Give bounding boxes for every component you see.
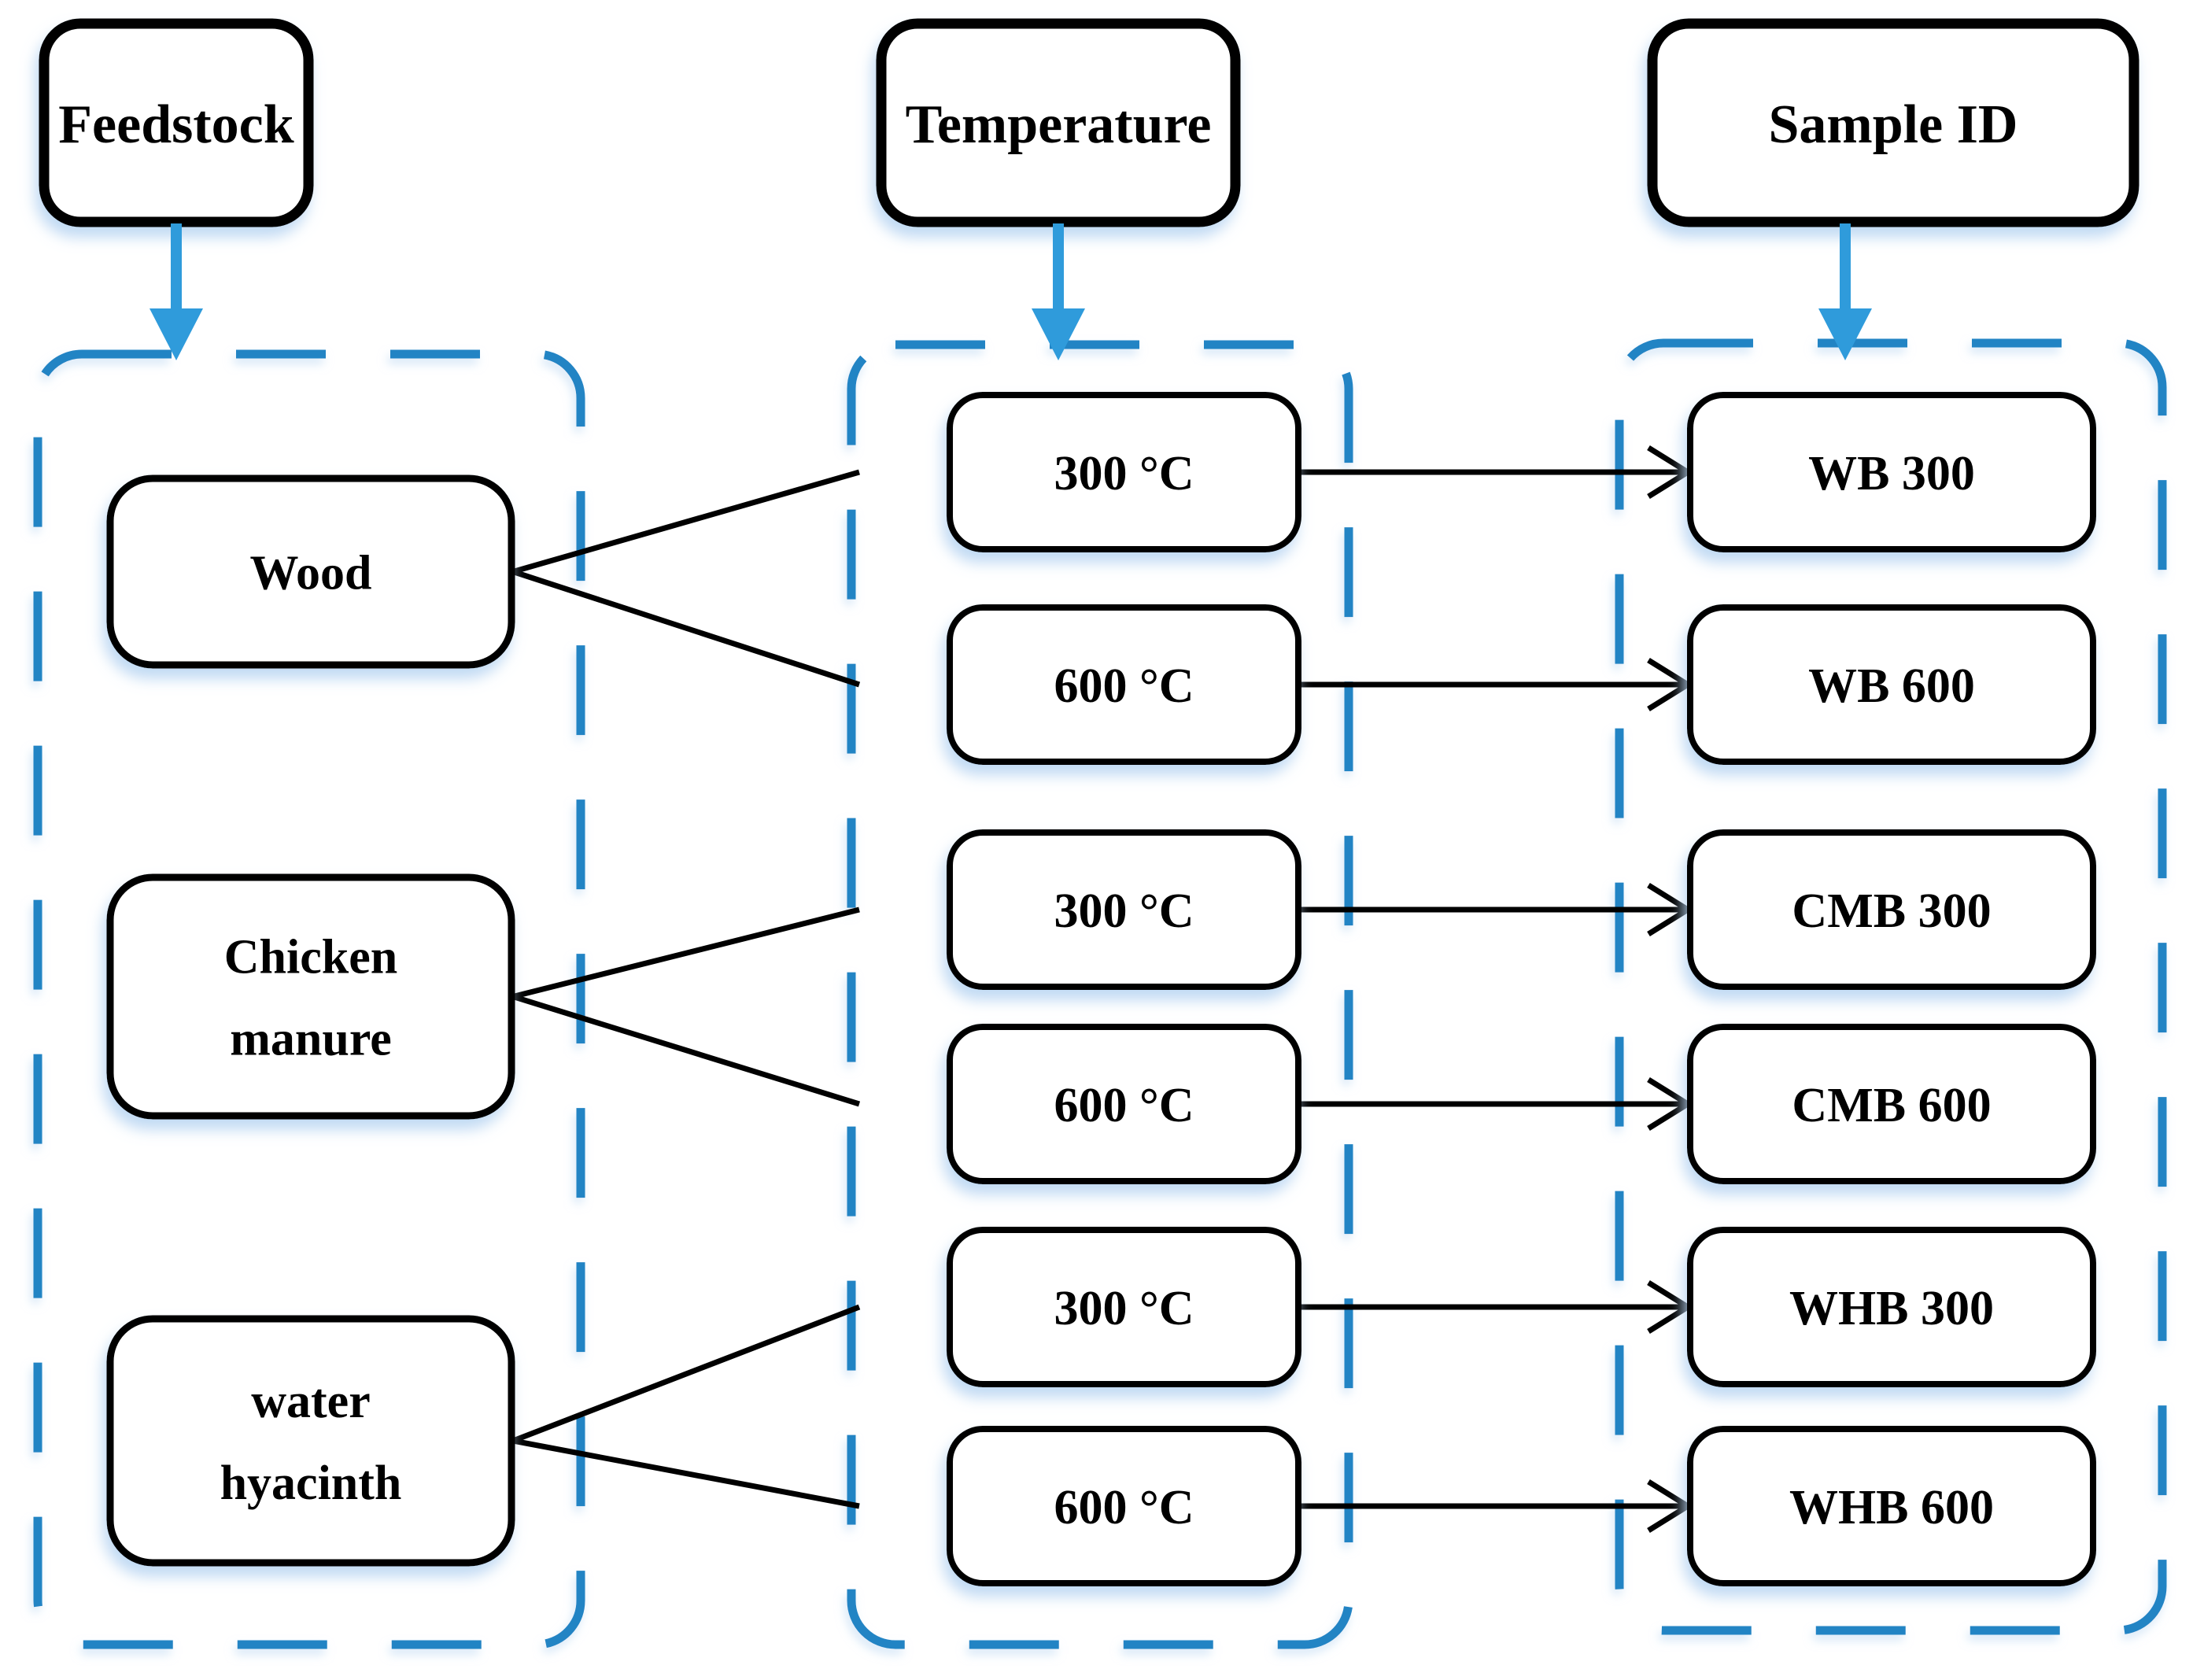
feedstock-item-water-hyacinth: water hyacinth bbox=[106, 1315, 515, 1567]
feedstock-header-arrow bbox=[150, 223, 203, 360]
temperature-label-3: 300 °C bbox=[1054, 884, 1194, 938]
temperature-header-box bbox=[876, 18, 1241, 227]
sample-box-4 bbox=[1687, 1024, 2096, 1184]
temperature-label-1: 300 °C bbox=[1054, 447, 1194, 500]
sample-id-header-label: Sample ID bbox=[1769, 94, 2018, 155]
connector-wood-to-temperature-1 bbox=[512, 469, 860, 574]
feedstock-label-line: Chicken bbox=[224, 931, 397, 984]
temperature-box-3 bbox=[947, 829, 1301, 990]
sample-id-header-arrow bbox=[1818, 223, 1872, 360]
sample-item-cmb-300: CMB 300 bbox=[1687, 829, 2096, 990]
temperature-header-label: Temperature bbox=[906, 94, 1212, 155]
temperature-item-1: 300 °C bbox=[947, 392, 1301, 552]
sample-item-whb-300: WHB 300 bbox=[1687, 1227, 2096, 1387]
temperature-item-5: 300 °C bbox=[947, 1227, 1301, 1387]
feedstock-label-wood: Wood bbox=[249, 547, 371, 600]
temperature-box-5 bbox=[947, 1227, 1301, 1387]
feedstock-label-line: hyacinth bbox=[220, 1457, 402, 1510]
arrow-temperature-2-to-sample-2 bbox=[1300, 658, 1693, 711]
temperature-item-6: 600 °C bbox=[947, 1426, 1301, 1586]
connector-chicken-manure-to-temperature-4 bbox=[511, 994, 861, 1107]
sample-item-wb-300: WB 300 bbox=[1687, 392, 2096, 552]
sample-label-3: CMB 300 bbox=[1792, 884, 1991, 938]
feedstock-item-chicken-manure: Chicken manure bbox=[106, 873, 515, 1120]
temperature-item-3: 300 °C bbox=[947, 829, 1301, 990]
sample-box-3 bbox=[1687, 829, 2096, 990]
sample-label-5: WHB 300 bbox=[1789, 1282, 1994, 1335]
feedstock-header-box bbox=[39, 18, 314, 227]
sample-id-header: Sample ID bbox=[1647, 18, 2139, 360]
sample-item-wb-600: WB 600 bbox=[1687, 604, 2096, 765]
temperature-label-2: 600 °C bbox=[1054, 659, 1194, 713]
sample-box-2 bbox=[1687, 604, 2096, 765]
temperature-item-2: 600 °C bbox=[947, 604, 1301, 765]
feedstock-label-chicken-manure: Chicken manure bbox=[224, 931, 397, 1066]
feedstock-box-wood bbox=[106, 474, 515, 669]
sample-box-5 bbox=[1687, 1227, 2096, 1387]
sample-item-cmb-600: CMB 600 bbox=[1687, 1024, 2096, 1184]
temperature-label-6: 600 °C bbox=[1054, 1481, 1194, 1534]
connector-water-hyacinth-to-temperature-6 bbox=[512, 1438, 860, 1509]
sample-id-group-outline bbox=[1615, 338, 2167, 1635]
sample-item-whb-600: WHB 600 bbox=[1687, 1426, 2096, 1586]
sample-label-2: WB 600 bbox=[1808, 659, 1975, 713]
temperature-item-4: 600 °C bbox=[947, 1024, 1301, 1184]
sample-id-header-box bbox=[1647, 18, 2139, 227]
feedstock-group-outline bbox=[33, 349, 585, 1649]
temperature-header: Temperature bbox=[876, 18, 1241, 360]
connector-wood-to-temperature-2 bbox=[511, 569, 861, 688]
sample-label-1: WB 300 bbox=[1808, 447, 1975, 500]
arrow-temperature-3-to-sample-3 bbox=[1300, 883, 1693, 936]
temperature-box-2 bbox=[947, 604, 1301, 765]
connector-chicken-manure-to-temperature-3 bbox=[512, 906, 860, 999]
temperature-box-6 bbox=[947, 1426, 1301, 1586]
feedstock-label-line: water bbox=[251, 1375, 370, 1428]
temperature-box-4 bbox=[947, 1024, 1301, 1184]
temperature-label-4: 600 °C bbox=[1054, 1079, 1194, 1132]
temperature-group-outline bbox=[847, 340, 1353, 1649]
feedstock-box-chicken-manure bbox=[106, 873, 515, 1120]
feedstock-header: Feedstock bbox=[39, 18, 314, 360]
temperature-header-arrow bbox=[1032, 223, 1085, 360]
arrow-temperature-6-to-sample-6 bbox=[1300, 1479, 1693, 1533]
sample-label-4: CMB 600 bbox=[1792, 1079, 1991, 1132]
feedstock-label-water-hyacinth: water hyacinth bbox=[220, 1375, 402, 1510]
feedstock-item-wood: Wood bbox=[106, 474, 515, 669]
sample-box-6 bbox=[1687, 1426, 2096, 1586]
sample-label-6: WHB 600 bbox=[1789, 1481, 1994, 1534]
sample-id-header-arrowhead-icon bbox=[1818, 308, 1872, 360]
feedstock-label-line: manure bbox=[230, 1013, 392, 1066]
arrow-temperature-5-to-sample-5 bbox=[1300, 1280, 1693, 1334]
connector-water-hyacinth-to-temperature-5 bbox=[511, 1304, 861, 1444]
feedstock-box-water-hyacinth bbox=[106, 1315, 515, 1567]
feedstock-header-arrowhead-icon bbox=[150, 308, 203, 360]
temperature-header-arrowhead-icon bbox=[1032, 308, 1085, 360]
temperature-label-5: 300 °C bbox=[1054, 1282, 1194, 1335]
sample-box-1 bbox=[1687, 392, 2096, 552]
temperature-box-1 bbox=[947, 392, 1301, 552]
arrow-temperature-1-to-sample-1 bbox=[1300, 445, 1693, 499]
feedstock-header-label: Feedstock bbox=[58, 94, 293, 155]
arrow-temperature-4-to-sample-4 bbox=[1300, 1077, 1693, 1131]
